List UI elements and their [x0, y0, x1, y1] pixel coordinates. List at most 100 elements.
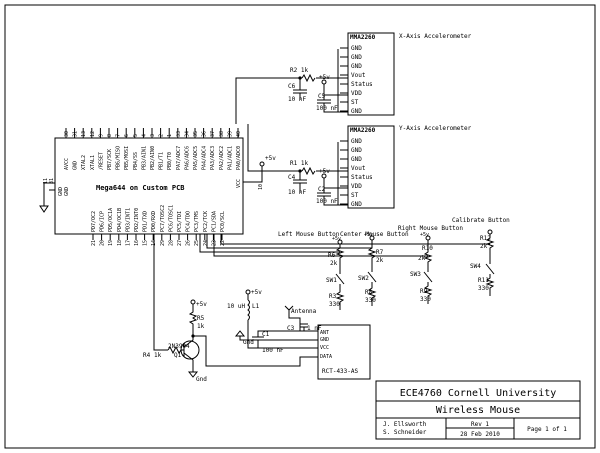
accel-y-pin-label: Vout [351, 165, 366, 172]
accel-y-body [347, 125, 395, 209]
mcu-top-pin-label: AVCC [64, 158, 70, 170]
mcu-top-pin-num: 36 [202, 131, 208, 137]
calibrate-button-res-value: 330 [478, 285, 489, 292]
title-block-date: 28 Feb 2010 [460, 431, 500, 438]
accel-y-pin-label: Status [351, 174, 373, 181]
radio-pin-ant: ANT [320, 330, 329, 336]
radio-pin-vcc: VCC [320, 345, 329, 351]
mcu-top-pin-label: XTAL2 [81, 155, 87, 170]
calibrate-button-pullup-ref: R12 [480, 235, 491, 242]
center-button-res-ref: R8 [365, 289, 373, 296]
accel-x-vout-wire [235, 77, 348, 124]
accel-y: MMA2260 Y-Axis Accelerometer GNDGNDGNDVo… [247, 124, 472, 209]
title-block-rev: Rev 1 [471, 421, 489, 428]
right-button-pullup-ref: R10 [422, 245, 433, 252]
wire-calibrate-button [220, 234, 490, 245]
center-button-circuit: +5v R7 2k SW2 R8 330 [358, 232, 384, 306]
accel-y-pin-label: GND [351, 201, 362, 208]
right-button-title: Right Mouse Button [398, 225, 463, 232]
mcu-top-pin-num: 30 [64, 131, 70, 137]
mcu-vcc-wire [243, 166, 263, 183]
accel-x-pin-label: GND [351, 63, 362, 70]
accel-y-pin-label: GND [351, 156, 362, 163]
radio-vcc-wire [247, 320, 318, 349]
wire-center-button [206, 234, 372, 249]
left-button-switch [335, 262, 345, 310]
left-button-switch-ref: SW1 [326, 277, 337, 284]
center-button-pullup [367, 240, 377, 262]
accel-x-cap-vdd-ref: C5 [318, 93, 326, 100]
accel-y-resistor [301, 166, 316, 176]
mcu-top-pin-num: 2 [159, 134, 165, 137]
accel-x-cap-out [293, 78, 307, 100]
mcu-top-pin-label: PB5/MOSI [124, 146, 130, 170]
right-button-pullup-value: 2k [418, 255, 426, 262]
accel-y-cap-out-ref: C4 [288, 174, 296, 181]
accel-y-supply: +5v [319, 168, 330, 175]
mcu-top-pin-num: 8 [107, 134, 113, 137]
title-block-title: Wireless Mouse [436, 405, 520, 416]
mcu-top-pin-label: PB7/SCK [107, 149, 113, 170]
right-button-res-value: 330 [420, 296, 431, 303]
center-button-res-value: 330 [365, 297, 376, 304]
center-button-switch-ref: SW2 [358, 275, 369, 282]
radio-pin-data: DATA [320, 354, 332, 360]
mcu-label: Mega644 on Custom PCB [96, 184, 185, 192]
mcu-top-pin-num: 31 [73, 131, 79, 137]
buttons: Left Mouse Button Center Mouse Button Ri… [199, 217, 510, 310]
mcu-top-pin-label: PB3/AIN1 [141, 146, 147, 170]
title-block-org: ECE4760 Cornell University [400, 388, 557, 399]
radio-inductor-ref: L1 [252, 303, 260, 310]
mcu-vcc-num: 10 [258, 184, 264, 190]
mcu-bottom-pin-num: 29 [160, 240, 166, 246]
right-button-circuit: +5v R10 2k SW3 R9 330 [410, 232, 433, 304]
accel-x-supply: +5v [319, 74, 330, 81]
mcu-bottom-pin-label: PC3/TMS [194, 211, 200, 232]
mcu-top-pin-num: 12 [90, 131, 96, 137]
mcu-bottom-pin-label: PD5/OC1A [108, 208, 114, 232]
mcu-top-pin-label: PA2/ADC2 [219, 146, 225, 170]
accel-x-pin-label: GND [351, 54, 362, 61]
accel-y-cap-out [293, 171, 307, 193]
mcu-top-pin-num: 35 [193, 131, 199, 137]
mcu-bottom-pin-num: 16 [134, 240, 140, 246]
mcu-top-pin-num: 38 [219, 131, 225, 137]
accel-y-pin-label: GND [351, 147, 362, 154]
mcu-top-pin-num: 33 [176, 131, 182, 137]
mcu-bottom-pin-label: PC7/TOSC2 [160, 205, 166, 232]
left-button-pullup-value: 2k [330, 260, 338, 267]
wire-left-button [199, 234, 340, 253]
accel-y-cap-vdd-ref: C2 [318, 186, 326, 193]
mcu-top-pin-label: PB6/MISO [116, 146, 122, 170]
mcu-top-pin-num: 3 [150, 134, 156, 137]
mcu-bottom-pin-label: PD3/INT1 [125, 208, 131, 232]
accel-x-resistor-label: R2 1k [290, 67, 308, 74]
accel-y-cap-out-value: 10 nF [288, 189, 306, 196]
transistor-supply: +5v [196, 301, 207, 308]
mcu-top-pin-label: PA3/ADC3 [210, 146, 216, 170]
mcu-bottom-pin-label: PD2/INT0 [134, 208, 140, 232]
mcu-top-pin-label: /RESET [98, 152, 104, 170]
accel-x-pin-label: ST [351, 99, 359, 106]
mcu-bottom-pin-num: 15 [143, 240, 149, 246]
accel-y-cap-vdd [317, 188, 348, 206]
accel-x-cap-out-ref: C6 [288, 83, 296, 90]
mcu-gnd-wire [43, 182, 55, 195]
radio-pin-gnd: GND [320, 337, 329, 343]
mcu-top-pin-label: PA6/ADC6 [184, 146, 190, 170]
accel-y-pin-label: VDD [351, 183, 362, 190]
mcu-bottom-pin-num: 17 [125, 240, 131, 246]
accel-x-part: MMA2260 [350, 34, 376, 41]
mcu-top-pin-label: PA0/ADC0 [236, 146, 242, 170]
mcu-bottom-pin-num: 20 [100, 240, 106, 246]
accel-x-pin-label: GND [351, 45, 362, 52]
mcu-top-pin-num: 34 [184, 131, 190, 137]
transistor-part: 2N3904 [168, 343, 190, 350]
accel-x-cap-vdd [317, 95, 348, 113]
accel-y-pin-label: GND [351, 138, 362, 145]
transistor-base-res-value: 1k [154, 352, 162, 359]
mcu-top-pin-num: 1 [167, 134, 173, 137]
transistor-stage: R4 1k 2N3904 Q1 +5v R5 1k Gnd [143, 234, 318, 383]
mcu-bottom-pin-label: PC6/TOSC1 [168, 205, 174, 232]
